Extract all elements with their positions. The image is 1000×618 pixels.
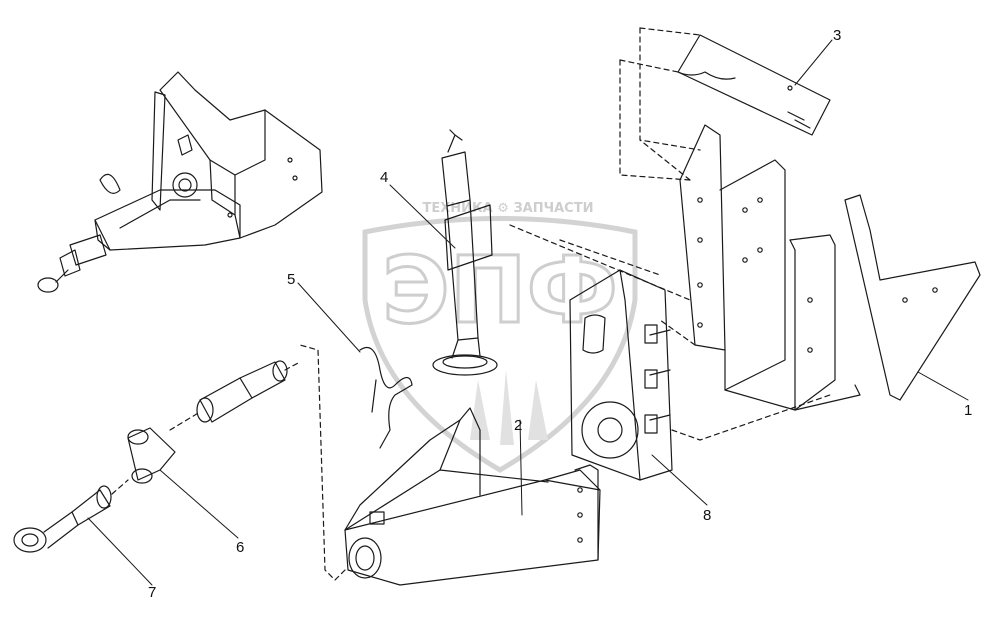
leader-3 [794, 39, 833, 86]
callouts: 1 2 3 4 5 6 7 8 [148, 27, 972, 601]
leader-lines [87, 39, 969, 586]
callout-4: 4 [380, 169, 388, 186]
watermark-logo: ЭПФ [382, 237, 618, 344]
leader-5 [297, 282, 361, 353]
callout-5: 5 [287, 271, 295, 288]
part-1-bracket [639, 124, 981, 411]
part-2-drawbar-frame [299, 344, 601, 586]
callout-8: 8 [703, 507, 711, 524]
assembled-hitch [37, 71, 323, 293]
leader-8 [651, 454, 708, 506]
leader-4 [389, 184, 456, 249]
part-3-top-plate [619, 27, 831, 181]
watermark-grain-icon [470, 370, 548, 445]
part-7-towing-eye [13, 479, 129, 553]
callout-1: 1 [964, 402, 972, 419]
watermark-caption: ТЕХНИКА ⚙ ЗАПЧАСТИ [423, 201, 594, 216]
callout-2: 2 [514, 417, 522, 434]
leader-1 [917, 371, 969, 401]
callout-6: 6 [236, 539, 244, 556]
watermark: ТЕХНИКА ⚙ ЗАПЧАСТИ ЭПФ [362, 201, 638, 473]
leader-2 [519, 419, 523, 516]
callout-7: 7 [148, 584, 156, 601]
watermark-shield [362, 216, 638, 473]
part-4-jack [432, 129, 498, 376]
part-6-coupling [127, 360, 301, 484]
callout-3: 3 [833, 27, 841, 44]
part-8-gearbox [509, 224, 831, 481]
leader-7 [87, 517, 153, 586]
part-5-spring-clip [359, 346, 413, 449]
leader-6 [159, 469, 239, 539]
